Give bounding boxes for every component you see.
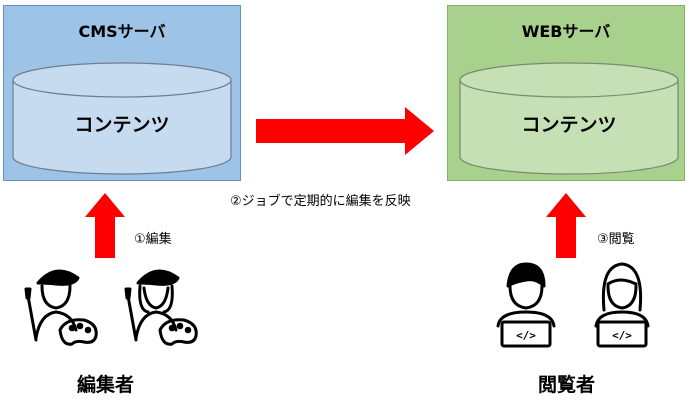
web-content-label: コンテンツ — [521, 114, 617, 136]
web-server-title: WEBサーバ — [521, 22, 611, 41]
viewer-icon: </> — [594, 262, 650, 348]
view-arrow — [546, 193, 586, 258]
editor-label: 編集者 — [77, 374, 135, 396]
viewer-label: 閲覧者 — [538, 374, 596, 396]
cms-server-title: CMSサーバ — [78, 22, 166, 41]
web-content-cylinder — [459, 62, 679, 175]
viewer-icon: </> — [496, 262, 556, 348]
step-publish-label: ②ジョブで定期的に編集を反映 — [230, 194, 411, 209]
edit-arrow — [85, 193, 125, 258]
svg-text:</>: </> — [516, 329, 536, 342]
cms-content-label: コンテンツ — [74, 114, 170, 136]
cms-content-cylinder — [12, 62, 232, 175]
editor-icon — [124, 269, 198, 346]
publish-arrow — [256, 107, 434, 155]
step-view-label: ③閲覧 — [597, 232, 635, 247]
editor-icon — [24, 269, 98, 346]
svg-text:</>: </> — [612, 329, 632, 342]
step-edit-label: ①編集 — [134, 232, 172, 247]
